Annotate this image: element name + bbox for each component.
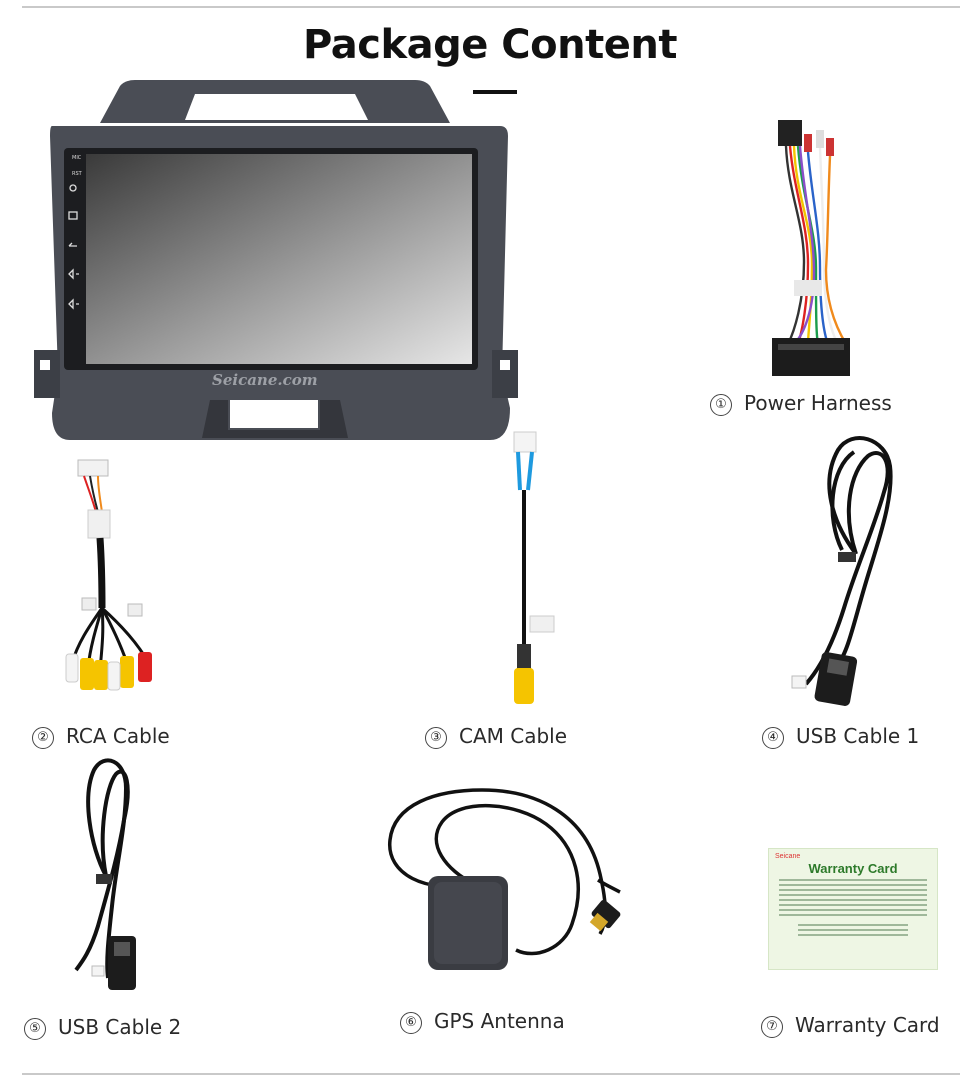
head-unit-side-label-mic: MIC: [72, 155, 82, 161]
head-unit-brand-text: Seicane.com: [212, 371, 318, 389]
cam-cable-image: [500, 430, 560, 708]
item-text-5: USB Cable 2: [58, 1015, 182, 1039]
warranty-card-text-line: [779, 889, 927, 891]
item-number-4: ④: [762, 727, 784, 749]
item-label-power-harness: ① Power Harness: [710, 391, 892, 416]
item-number-6: ⑥: [400, 1012, 422, 1034]
item-label-gps-antenna: ⑥ GPS Antenna: [400, 1009, 565, 1034]
warranty-card-text-line: [779, 879, 927, 881]
item-text-3: CAM Cable: [459, 724, 568, 748]
head-unit-side-label-rst: RST: [72, 171, 82, 177]
warranty-card-text-line: [779, 899, 927, 901]
usb-cable-2-image: [62, 756, 146, 996]
item-number-1: ①: [710, 394, 732, 416]
item-label-warranty-card: ⑦ Warranty Card: [761, 1013, 940, 1038]
warranty-card-text-line: [779, 914, 927, 916]
item-text-6: GPS Antenna: [434, 1009, 565, 1033]
item-number-5: ⑤: [24, 1018, 46, 1040]
item-text-1: Power Harness: [744, 391, 892, 415]
power-harness-image: [764, 112, 860, 384]
rca-cable-image: [58, 458, 168, 708]
item-label-rca-cable: ② RCA Cable: [32, 724, 170, 749]
title-underline: [473, 90, 517, 94]
warranty-card-text-line: [779, 909, 927, 911]
warranty-card-brand: Seicane: [775, 853, 801, 860]
warranty-card-text-line: [779, 884, 927, 886]
warranty-card-image: Seicane Warranty Card: [768, 848, 938, 970]
item-text-7: Warranty Card: [795, 1013, 940, 1037]
warranty-card-title: Warranty Card: [808, 861, 898, 876]
warranty-card-text-line: [779, 904, 927, 906]
item-number-3: ③: [425, 727, 447, 749]
warranty-card-text-line: [798, 924, 908, 926]
item-number-7: ⑦: [761, 1016, 783, 1038]
head-unit-image: [30, 78, 520, 446]
item-text-2: RCA Cable: [66, 724, 170, 748]
warranty-card-text-line: [798, 929, 908, 931]
warranty-card-text-line: [779, 894, 927, 896]
item-label-usb-cable-2: ⑤ USB Cable 2: [24, 1015, 181, 1040]
gps-antenna-image: [386, 784, 636, 980]
item-label-usb-cable-1: ④ USB Cable 1: [762, 724, 919, 749]
usb-cable-1-image: [782, 432, 906, 708]
top-divider: [22, 6, 960, 8]
item-number-2: ②: [32, 727, 54, 749]
warranty-card-text-line: [798, 934, 908, 936]
page-title: Package Content: [303, 22, 677, 68]
item-text-4: USB Cable 1: [796, 724, 920, 748]
bottom-divider: [22, 1073, 960, 1075]
item-label-cam-cable: ③ CAM Cable: [425, 724, 567, 749]
